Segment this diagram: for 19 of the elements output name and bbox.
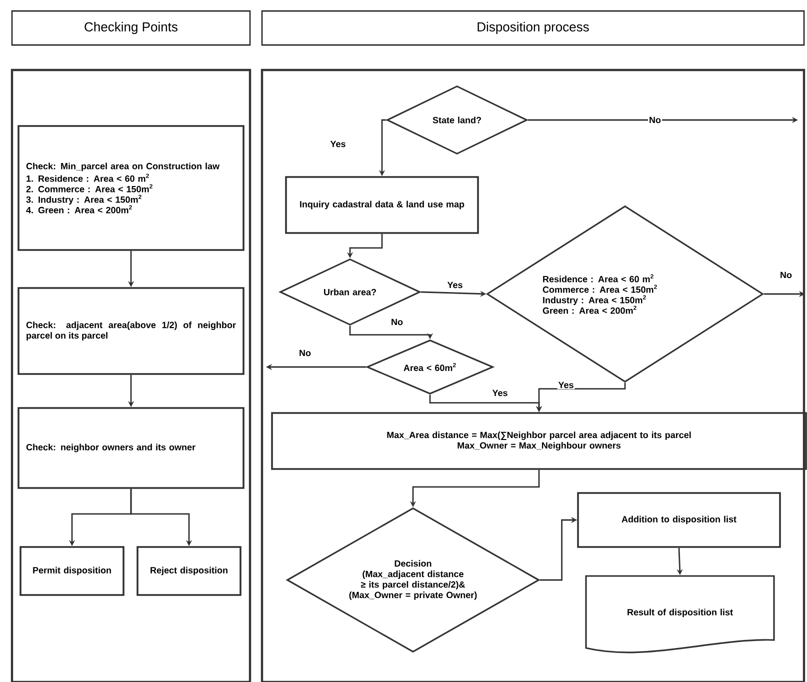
process-box: Max_Area distance = Max(∑Neighbor parcel area adjacent to its parcel Max_Owner = Max_Neighbour owners	[271, 412, 807, 470]
process-box: Reject disposition	[136, 546, 242, 596]
process-box: Permit disposition	[20, 546, 124, 596]
edge-label: No	[779, 270, 793, 280]
edge-label: Yes	[446, 280, 464, 290]
edge-label: No	[298, 348, 312, 358]
process-box: Check: adjacent area(above 1/2) of neighbor parcel on its parcel	[18, 287, 244, 375]
edge-label: Yes	[557, 380, 575, 390]
panel-frame	[10, 68, 252, 682]
process-box: Inquiry cadastral data & land use map	[285, 176, 479, 234]
edge-label: No	[648, 116, 662, 124]
process-box: Addition to disposition list	[577, 492, 781, 548]
header-box: Disposition process	[261, 10, 805, 46]
edge-label: Yes	[329, 140, 347, 148]
header-box: Checking Points	[11, 10, 251, 46]
process-box: Check: Min_parcel area on Construction law 1. Residence : Area < 60 m$^{2}$ 2. Commerce : Area < 150m$^{2}$ 3. Industry : Area < 150m$^{2}$ 4. Green : Area < 200m$^{2}$	[18, 125, 244, 251]
panel-frame	[260, 68, 806, 682]
edge-label: No	[390, 318, 404, 326]
process-box: Check: neighbor owners and its owner	[18, 407, 244, 489]
